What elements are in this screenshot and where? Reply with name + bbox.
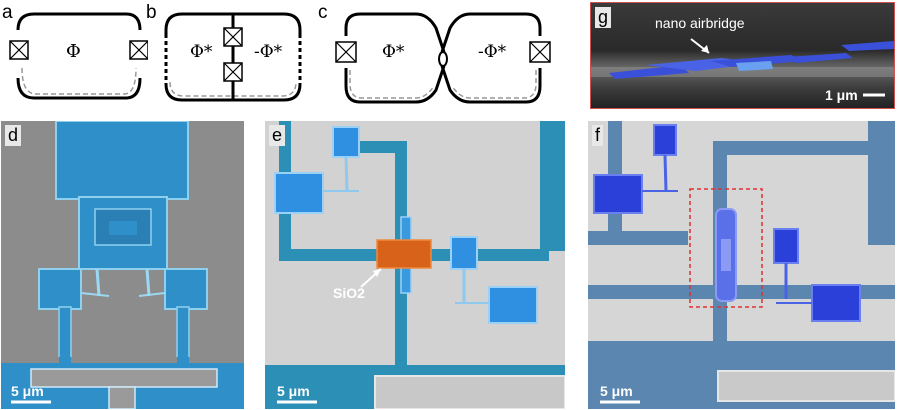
josephson-junction-icon: [223, 27, 243, 47]
scale-bar-label: 5 μm: [11, 383, 44, 399]
josephson-junction-icon: [9, 40, 29, 60]
scale-bar-label: 5 μm: [600, 383, 633, 399]
panel-letter-d: d: [5, 125, 22, 146]
schematic-c-loop: [335, 12, 551, 104]
panel-letter-g: g: [595, 7, 612, 28]
flux-left-label: Φ*: [382, 42, 405, 62]
oxide-annotation: SiO2: [333, 285, 365, 301]
josephson-junction-icon: [335, 41, 357, 63]
panel-letter-c: c: [318, 2, 328, 23]
josephson-junction-icon: [129, 40, 148, 60]
scale-bar-label: 1 μm: [825, 87, 858, 103]
josephson-junction-icon: [223, 62, 243, 82]
panel-letter-b: b: [146, 2, 157, 23]
panel-letter-e: e: [269, 125, 286, 146]
sem-image-d: d 5 μm: [1, 121, 244, 409]
schematic-a-loop: [9, 12, 148, 100]
crossover-icon: [438, 51, 448, 67]
sem-image-f: f 5 μm: [588, 121, 895, 409]
flux-right-label: -Φ*: [254, 42, 283, 62]
flux-label: Φ: [66, 41, 81, 62]
flux-right-label: -Φ*: [478, 42, 507, 62]
sem-image-e: e SiO2 5 μm: [265, 121, 565, 409]
scale-bar-label: 5 μm: [277, 383, 310, 399]
panel-letter-f: f: [592, 125, 604, 146]
panel-letter-a: a: [2, 2, 13, 23]
schematic-b-loop: [164, 12, 302, 102]
josephson-junction-icon: [529, 41, 551, 63]
sem-image-g: g nano airbridge 1 μm: [590, 2, 895, 109]
flux-left-label: Φ*: [190, 42, 213, 62]
airbridge-annotation: nano airbridge: [655, 15, 745, 31]
